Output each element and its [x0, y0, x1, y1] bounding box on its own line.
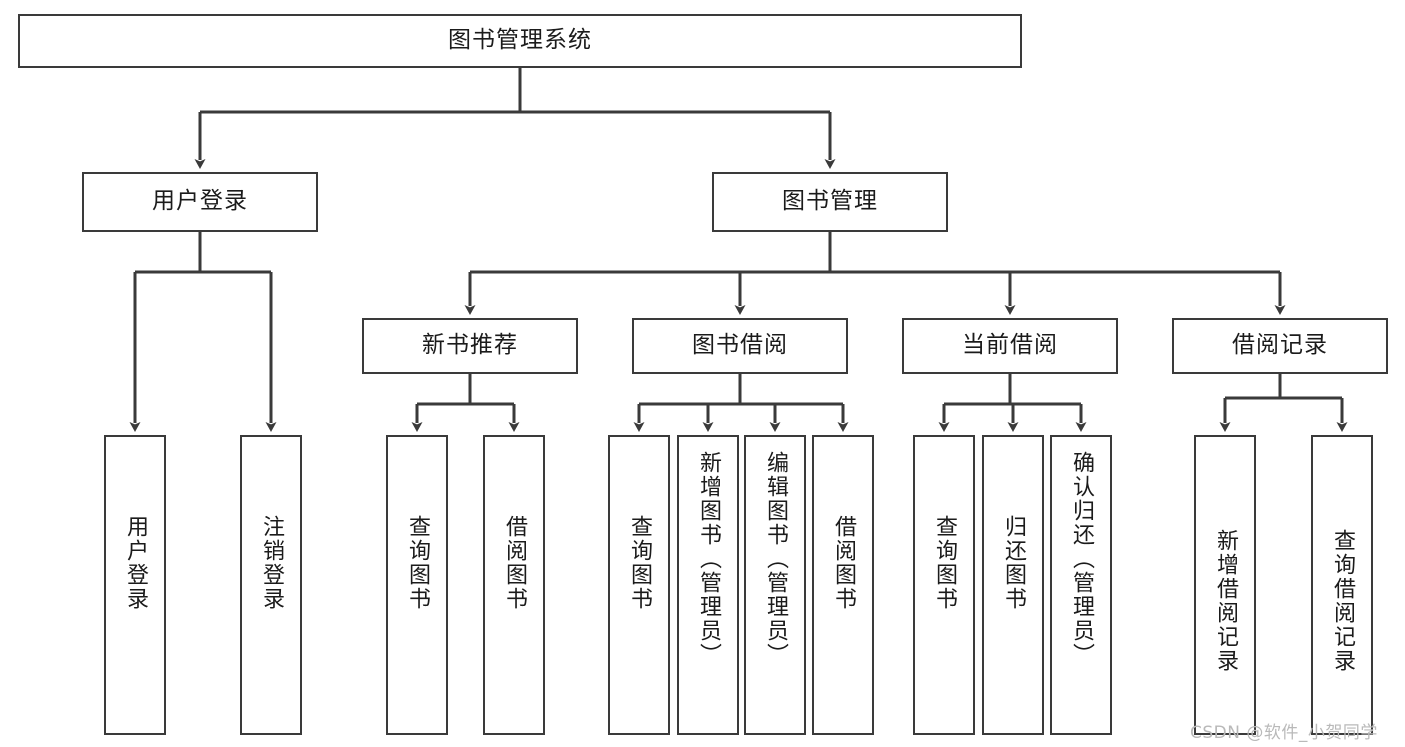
node-new-book-recommend-label: 新书推荐 [422, 332, 518, 359]
node-book-management[interactable]: 图书管理 [712, 172, 948, 232]
leaf-query-book-new[interactable]: 查询图书 [386, 435, 448, 735]
leaf-query-book-new-label: 查询图书 [404, 515, 430, 611]
edges-book-manage [464, 232, 1286, 315]
leaf-add-borrow-record[interactable]: 新增借阅记录 [1194, 435, 1256, 735]
edges-root [194, 68, 836, 169]
node-root[interactable]: 图书管理系统 [18, 14, 1022, 68]
edges-new-book [411, 374, 520, 432]
leaf-user-login[interactable]: 用户登录 [104, 435, 166, 735]
node-root-label: 图书管理系统 [448, 27, 592, 54]
node-book-management-label: 图书管理 [782, 188, 878, 215]
node-current-borrow[interactable]: 当前借阅 [902, 318, 1118, 374]
edges-book-borrow [633, 374, 849, 432]
leaf-query-borrow-record-label: 查询借阅记录 [1329, 529, 1355, 673]
leaf-add-borrow-record-label: 新增借阅记录 [1212, 529, 1238, 673]
leaf-borrow-book-new[interactable]: 借阅图书 [483, 435, 545, 735]
node-new-book-recommend[interactable]: 新书推荐 [362, 318, 578, 374]
leaf-add-book-admin[interactable]: 新增图书（管理员） [677, 435, 739, 735]
leaf-edit-book-admin-label: 编辑图书（管理员） [762, 451, 788, 667]
node-book-borrow-label: 图书借阅 [692, 332, 788, 359]
node-book-borrow[interactable]: 图书借阅 [632, 318, 848, 374]
node-current-borrow-label: 当前借阅 [962, 332, 1058, 359]
edges-current-borrow [938, 374, 1087, 432]
watermark: CSDN @软件_小贺同学 [1190, 723, 1378, 743]
leaf-user-login-label: 用户登录 [122, 515, 148, 611]
leaf-query-book-current[interactable]: 查询图书 [913, 435, 975, 735]
node-user-login[interactable]: 用户登录 [82, 172, 318, 232]
leaf-query-book-borrow-label: 查询图书 [626, 515, 652, 611]
edges-user-login [129, 232, 277, 432]
leaf-borrow-book-new-label: 借阅图书 [501, 515, 527, 611]
leaf-borrow-book[interactable]: 借阅图书 [812, 435, 874, 735]
leaf-query-book-borrow[interactable]: 查询图书 [608, 435, 670, 735]
leaf-borrow-book-label: 借阅图书 [830, 515, 856, 611]
edges-borrow-record [1219, 374, 1348, 432]
leaf-add-book-admin-label: 新增图书（管理员） [695, 451, 721, 667]
node-user-login-label: 用户登录 [152, 188, 248, 215]
leaf-confirm-return-admin-label: 确认归还（管理员） [1068, 451, 1094, 667]
leaf-query-book-current-label: 查询图书 [931, 515, 957, 611]
leaf-logout-login[interactable]: 注销登录 [240, 435, 302, 735]
node-borrow-record[interactable]: 借阅记录 [1172, 318, 1388, 374]
leaf-return-book[interactable]: 归还图书 [982, 435, 1044, 735]
leaf-edit-book-admin[interactable]: 编辑图书（管理员） [744, 435, 806, 735]
leaf-query-borrow-record[interactable]: 查询借阅记录 [1311, 435, 1373, 735]
leaf-return-book-label: 归还图书 [1000, 515, 1026, 611]
leaf-confirm-return-admin[interactable]: 确认归还（管理员） [1050, 435, 1112, 735]
node-borrow-record-label: 借阅记录 [1232, 332, 1328, 359]
leaf-logout-login-label: 注销登录 [258, 515, 284, 611]
